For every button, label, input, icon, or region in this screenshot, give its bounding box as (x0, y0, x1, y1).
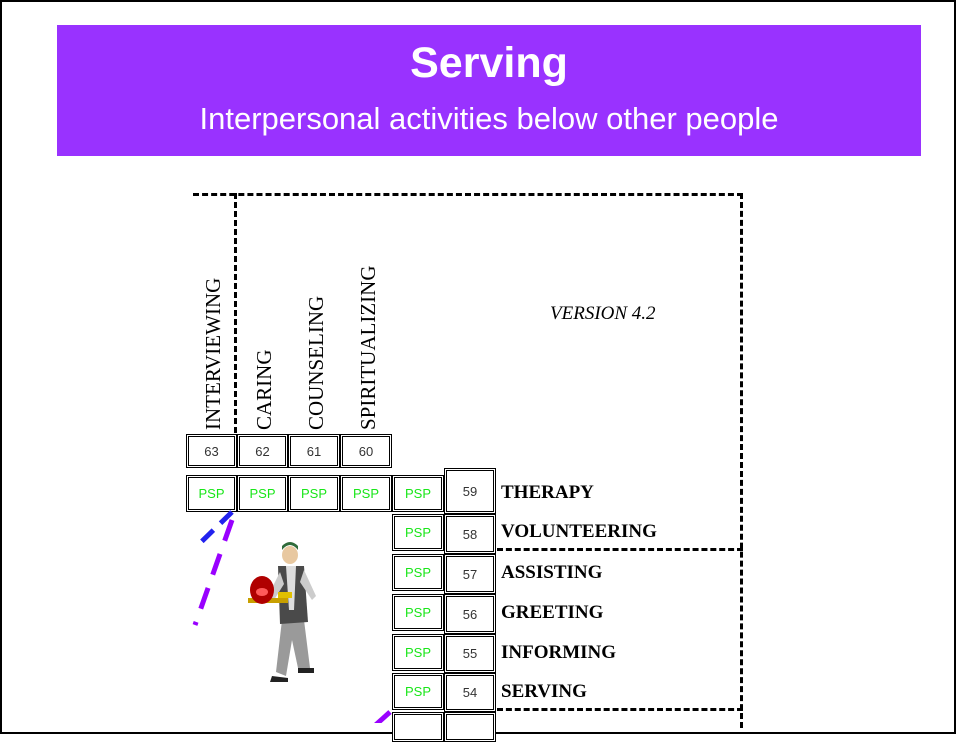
column-code-cell: PSP (340, 475, 392, 512)
row-label-therapy: THERAPY (501, 482, 594, 503)
row-number-cell: 56 (444, 594, 496, 634)
row-label-informing: INFORMING (501, 642, 617, 663)
mid-dashed-boundary (497, 548, 743, 551)
title-banner: Serving Interpersonal activities below o… (57, 25, 921, 156)
row-number-cell: 55 (444, 634, 496, 673)
column-label-interviewing: INTERVIEWING (201, 277, 225, 430)
row-number-cell: 59 (444, 468, 496, 514)
row-label-assisting: ASSISTING (501, 562, 603, 583)
row-number-cell: 57 (444, 554, 496, 594)
row-code-cell: PSP (392, 634, 444, 671)
column-code-cell: PSP (186, 475, 237, 512)
row-code-cell: PSP (392, 514, 444, 551)
row-label-greeting: GREETING (501, 602, 604, 623)
column-number-cell: 61 (288, 434, 340, 468)
column-number-cell: 60 (340, 434, 392, 468)
column-number-cell: 62 (237, 434, 288, 468)
column-label-caring: CARING (252, 349, 276, 430)
slide-title: Serving (410, 39, 568, 87)
row-number-cell: 58 (444, 514, 496, 554)
row-code-cell: PSP (392, 554, 444, 591)
slide-subtitle: Interpersonal activities below other peo… (199, 101, 779, 136)
row-number-cell: 54 (444, 673, 496, 712)
lower-dashed-boundary (497, 708, 743, 711)
row-code-cell: PSP (392, 475, 444, 512)
row-number-cell-empty (444, 712, 496, 742)
row-label-volunteering: VOLUNTEERING (501, 521, 657, 542)
column-label-spiritualizing: SPIRITUALIZING (356, 265, 380, 430)
column-number-cell: 63 (186, 434, 237, 468)
column-code-cell: PSP (288, 475, 340, 512)
row-code-cell-empty (392, 712, 444, 742)
left-dashed-boundary (234, 193, 237, 433)
version-label: VERSION 4.2 (550, 303, 656, 324)
column-code-cell: PSP (237, 475, 288, 512)
column-label-counseling: COUNSELING (304, 295, 328, 430)
row-code-cell: PSP (392, 594, 444, 631)
right-dashed-boundary (740, 193, 743, 728)
row-label-serving: SERVING (501, 681, 587, 702)
row-code-cell: PSP (392, 673, 444, 710)
top-dashed-boundary (193, 193, 743, 196)
